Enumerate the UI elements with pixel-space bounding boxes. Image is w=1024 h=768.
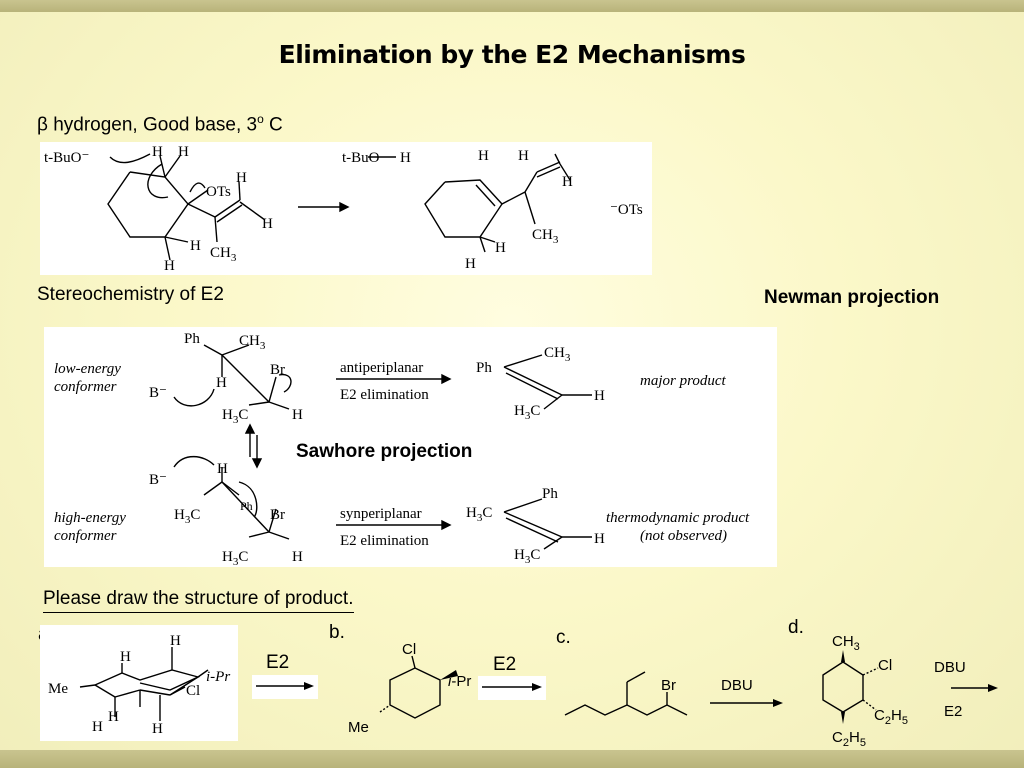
base-label: B⁻	[149, 472, 167, 488]
problem-d-structure: CH3 Cl C2H5 C2H5 DBU E2	[822, 633, 998, 748]
problem-b-reagent: E2	[493, 654, 517, 675]
problem-d-reagent-bottom: E2	[944, 703, 962, 720]
h3c-label: H3C	[514, 403, 540, 422]
h-label: H	[120, 649, 131, 665]
newman-label: Newman projection	[764, 287, 940, 308]
problem-c-reagent: DBU	[721, 677, 753, 694]
methyl-label: CH3	[210, 245, 237, 264]
h3c-label: H3C	[466, 505, 492, 524]
h-label: H	[178, 144, 189, 160]
br-label: Br	[270, 507, 285, 523]
me-label: Me	[348, 719, 369, 736]
thermo-line1: thermodynamic product	[606, 510, 750, 526]
intro-tail: C	[263, 114, 283, 136]
h3c-label: H3C	[222, 407, 248, 426]
me-label: Me	[48, 681, 68, 697]
h-label: H	[236, 170, 247, 186]
stereo-scheme: low-energy conformer Ph CH3 B⁻ H Br H3C …	[54, 331, 750, 568]
problem-c-structure: Br DBU	[564, 671, 783, 716]
ph-label: Ph	[240, 499, 253, 513]
c2h5-label: C2H5	[874, 707, 908, 727]
h-label: H	[562, 174, 573, 190]
h-label: H	[152, 721, 163, 737]
reaction-panel: t-BuO⁻ H H OTs H H CH3 H H t-BuO H H H H…	[40, 142, 652, 275]
thermo-line2: (not observed)	[640, 528, 727, 544]
stereo-label: Stereochemistry of E2	[37, 284, 224, 305]
h-label: H	[518, 148, 529, 164]
anti-label: antiperiplanar	[340, 360, 423, 376]
h-label: H	[465, 256, 476, 272]
ph-label: Ph	[542, 486, 558, 502]
stereo-panel: low-energy conformer Ph CH3 B⁻ H Br H3C …	[44, 327, 777, 568]
h-label: H	[216, 375, 227, 391]
sawhorse-label: Sawhore projection	[296, 441, 473, 462]
h-label: H	[292, 407, 303, 423]
cl-label: Cl	[186, 683, 200, 699]
exercise-prompt: Please draw the structure of product.	[43, 588, 354, 613]
leaving-anion-label: ⁻OTs	[610, 202, 643, 218]
problem-b-structure: Cl i-Pr Me	[348, 641, 471, 736]
ipr-label: i-Pr	[448, 673, 471, 690]
problem-c-letter: c.	[556, 627, 571, 648]
problem-b-arrow	[478, 676, 546, 700]
br-label: Br	[661, 677, 676, 694]
h3c-label: H3C	[514, 547, 540, 566]
h-label: H	[152, 144, 163, 160]
base-label: B⁻	[149, 385, 167, 401]
h-label: H	[164, 258, 175, 274]
ch3-label: CH3	[832, 633, 860, 653]
problem-d-reagent-top: DBU	[934, 659, 966, 676]
h-label: H	[594, 531, 605, 547]
ipr-label: i-Pr	[206, 669, 230, 685]
cl-label: Cl	[402, 641, 416, 658]
h-label: H	[108, 709, 119, 725]
ph-label: Ph	[476, 360, 492, 376]
major-label: major product	[640, 373, 727, 389]
ph-label: Ph	[184, 331, 200, 347]
h-label: H	[478, 148, 489, 164]
br-label: Br	[270, 362, 285, 378]
syn-label: synperiplanar	[340, 506, 422, 522]
intro-text: β hydrogen, Good base, 3	[37, 114, 258, 136]
c2h5-label: C2H5	[832, 729, 866, 748]
degree-sup: o	[257, 112, 264, 126]
top-band	[0, 0, 1024, 12]
intro-line: β hydrogen, Good base, 3o C	[37, 112, 283, 136]
low-energy-line2: conformer	[54, 379, 117, 395]
bottom-band	[0, 750, 1024, 768]
problem-a-reagent: E2	[266, 652, 290, 673]
h3c-label: H3C	[174, 507, 200, 526]
ch3-label: CH3	[239, 333, 266, 352]
h-label: H	[292, 549, 303, 565]
problem-b-letter: b.	[329, 622, 345, 643]
ch3-label: CH3	[544, 345, 571, 364]
h-label: H	[92, 719, 103, 735]
cl-label: Cl	[878, 657, 892, 674]
elim-label: E2 elimination	[340, 387, 429, 403]
slide-title: Elimination by the E2 Mechanisms	[278, 40, 746, 69]
h-label: H	[190, 238, 201, 254]
h-label: H	[495, 240, 506, 256]
h3c-label: H3C	[222, 549, 248, 567]
h-label: H	[594, 388, 605, 404]
reaction-scheme: t-BuO⁻ H H OTs H H CH3 H H t-BuO H H H H…	[44, 144, 643, 274]
low-energy-line1: low-energy	[54, 361, 121, 377]
problem-a-panel: H H i-Pr Me Cl H H H	[40, 625, 238, 741]
elim-label: E2 elimination	[340, 533, 429, 549]
high-energy-line2: conformer	[54, 528, 117, 544]
h-label: H	[170, 633, 181, 649]
problem-a-structure: H H i-Pr Me Cl H H H	[48, 633, 230, 737]
methyl-label: CH3	[532, 227, 559, 246]
leaving-group-label: OTs	[206, 184, 231, 200]
problem-a-arrow	[252, 675, 318, 699]
h-label: H	[262, 216, 273, 232]
conj-acid-label: t-BuO	[342, 150, 380, 166]
h-label: H	[217, 461, 228, 477]
base-label: t-BuO⁻	[44, 150, 89, 166]
high-energy-line1: high-energy	[54, 510, 126, 526]
problem-d-letter: d.	[788, 617, 804, 638]
h-label: H	[400, 150, 411, 166]
